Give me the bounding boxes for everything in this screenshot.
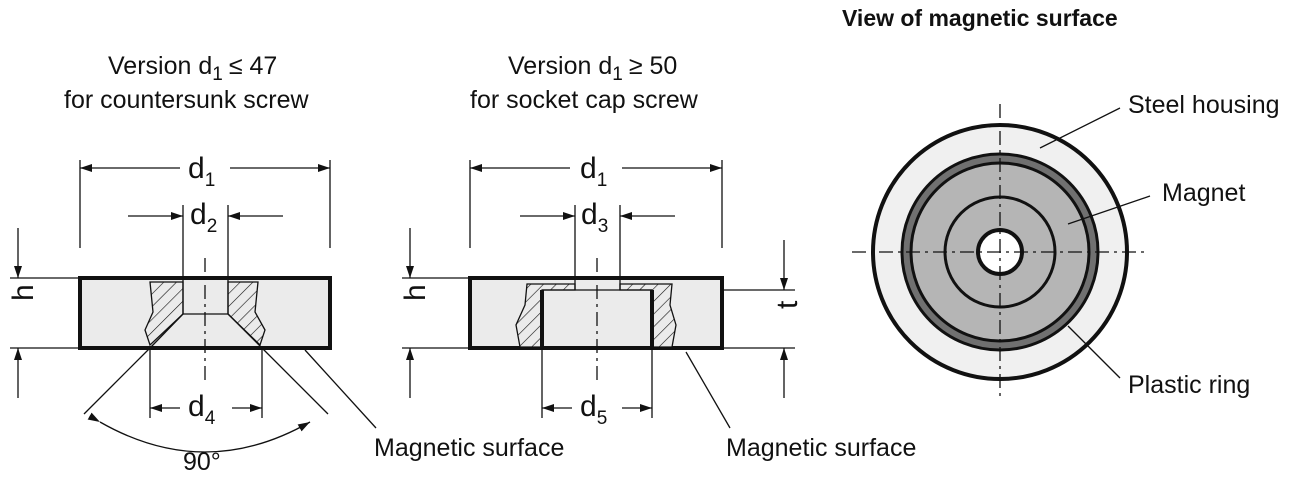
left-surface-label: Magnetic surface — [374, 434, 564, 462]
left-d1-label: d1 — [188, 152, 215, 191]
left-title-line2: for countersunk screw — [64, 86, 309, 114]
left-h-label: h — [7, 284, 40, 301]
middle-d3-label: d3 — [581, 198, 608, 237]
left-countersink — [149, 313, 263, 349]
left-angle-leg-right — [261, 347, 329, 415]
right-title: View of magnetic surface — [842, 5, 1118, 31]
plastic-ring-label: Plastic ring — [1128, 371, 1250, 399]
middle-t-label: t — [771, 300, 804, 309]
middle-d5-label: d5 — [580, 390, 607, 429]
left-angle-label: 90° — [183, 448, 221, 476]
steel-housing-label: Steel housing — [1128, 91, 1280, 119]
steel-housing-leader — [1039, 107, 1121, 149]
middle-view: Version d1≥ 50 for socket cap screw d1 d… — [399, 52, 916, 462]
middle-title-line2: for socket cap screw — [470, 86, 699, 114]
middle-title-line1: Version d1≥ 50 — [508, 52, 677, 85]
plastic-ring-leader — [1067, 325, 1121, 379]
left-title-line1: Version d1≤ 47 — [108, 52, 277, 85]
middle-d1-label: d1 — [580, 152, 607, 191]
left-view: Version d1≤ 47 for countersunk screw d1 … — [7, 52, 564, 476]
middle-housing — [468, 276, 724, 350]
middle-surface-label: Magnetic surface — [726, 434, 916, 462]
middle-surface-leader — [685, 351, 731, 429]
magnet-label: Magnet — [1162, 179, 1245, 207]
middle-h-label: h — [399, 284, 432, 301]
left-surface-leader — [304, 349, 377, 429]
left-angle-arc — [87, 412, 311, 453]
left-d2-label: d2 — [190, 198, 217, 237]
middle-bore-walls — [540, 290, 654, 348]
magnet-leader — [1067, 195, 1151, 225]
right-view: View of magnetic surface Steel housing M… — [842, 5, 1280, 400]
left-d4-label: d4 — [188, 390, 216, 429]
left-angle-leg-left — [83, 347, 151, 415]
